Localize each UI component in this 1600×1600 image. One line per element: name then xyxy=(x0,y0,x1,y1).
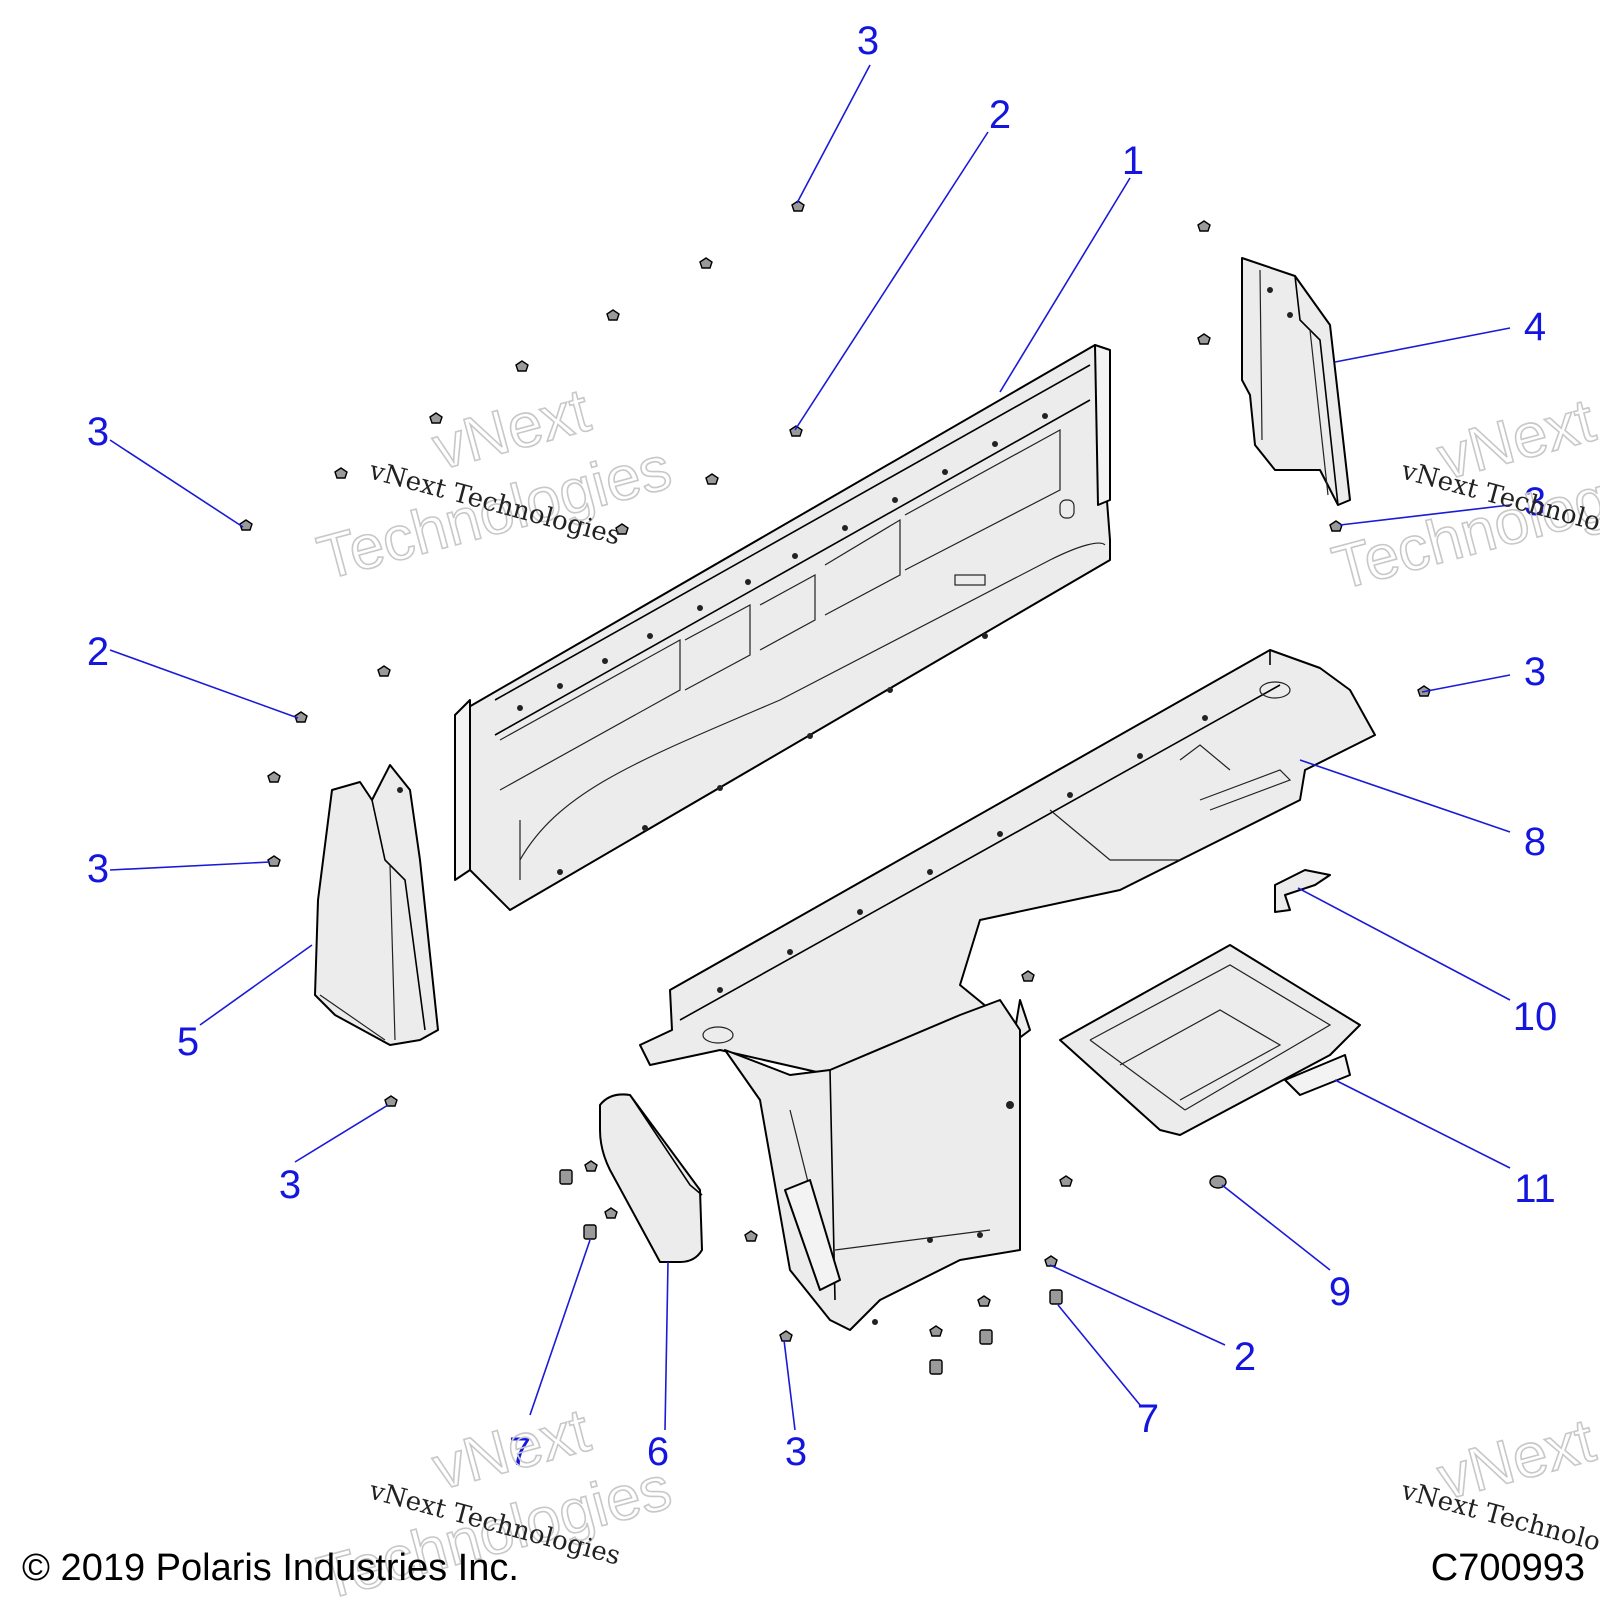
callout-3-left-lower: 3 xyxy=(279,1163,301,1207)
watermark-upper-right: vNext Technologies vNext Technolo xyxy=(1325,385,1600,604)
part-5-left-side-panel xyxy=(314,764,439,1046)
callout-8: 8 xyxy=(1524,820,1546,864)
callout-6: 6 xyxy=(647,1430,669,1474)
callout-7-left: 7 xyxy=(509,1430,531,1474)
part-6-cushion-block xyxy=(599,1093,703,1263)
callout-9: 9 xyxy=(1329,1270,1351,1314)
copyright-text: © 2019 Polaris Industries Inc. xyxy=(22,1547,519,1589)
callout-2-bottom: 2 xyxy=(1234,1335,1256,1379)
callout-11: 11 xyxy=(1514,1167,1556,1211)
callout-4: 4 xyxy=(1524,305,1546,349)
callout-10: 10 xyxy=(1513,995,1558,1039)
callout-3-right-upper: 3 xyxy=(1524,480,1546,524)
leader-lines xyxy=(109,64,1511,1431)
callout-2-top: 2 xyxy=(989,93,1011,137)
callout-3-left-mid: 3 xyxy=(87,847,109,891)
watermark-upper-left: vNext Technologies vNext Technologies xyxy=(310,375,679,594)
callout-labels: 3 2 1 4 3 3 2 3 3 8 5 10 11 3 9 2 7 7 6 … xyxy=(87,19,1557,1474)
part-8-floor-panel xyxy=(639,649,1376,1076)
callout-3-left-upper: 3 xyxy=(87,410,109,454)
callout-3-right-mid: 3 xyxy=(1524,650,1546,694)
callout-5: 5 xyxy=(177,1020,199,1064)
storage-bin xyxy=(724,999,1021,1331)
part-10-clip xyxy=(1274,869,1331,913)
callout-1: 1 xyxy=(1122,139,1144,183)
part-4-right-side-panel xyxy=(1241,257,1351,506)
watermark-lower-right: vNext vNext Technolo xyxy=(1397,1405,1600,1558)
part-1-rear-panel xyxy=(454,344,1111,911)
callout-3-bottom: 3 xyxy=(785,1430,807,1474)
fasteners xyxy=(239,200,1431,1375)
callout-7-right: 7 xyxy=(1137,1397,1159,1441)
callout-2-left: 2 xyxy=(87,630,109,674)
callout-3-top: 3 xyxy=(857,19,879,63)
diagram-code: C700993 xyxy=(1431,1547,1585,1589)
part-11-tray xyxy=(1059,944,1361,1136)
